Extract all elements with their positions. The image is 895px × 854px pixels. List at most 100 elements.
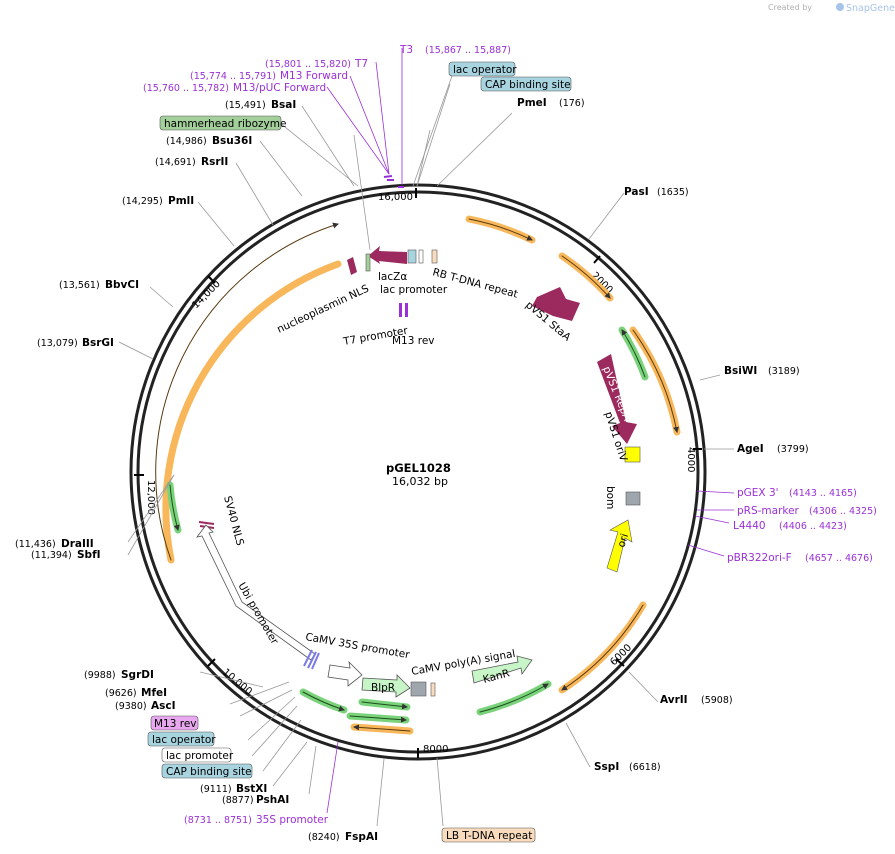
ticks xyxy=(134,188,702,758)
inner-features xyxy=(196,175,641,698)
svg-text:BsrGI: BsrGI xyxy=(82,337,114,349)
label-hammerhead[interactable]: hammerhead ribozyme xyxy=(159,115,286,131)
t7-promoter-box xyxy=(399,303,402,317)
enzyme-pasi[interactable]: PasI (1635) xyxy=(624,186,689,198)
sv40-label: SV40 NLS xyxy=(221,495,246,548)
credit-brand: SnapGene xyxy=(846,3,895,14)
svg-text:(9380): (9380) xyxy=(115,701,147,712)
primer-pgex-3[interactable]: pGEX 3' (4143 .. 4165) xyxy=(737,487,857,499)
svg-text:M13 rev: M13 rev xyxy=(154,718,197,730)
primer-l4440[interactable]: L4440 (4406 .. 4423) xyxy=(733,520,847,532)
enzyme-asci[interactable]: (9380) AscI xyxy=(115,700,176,712)
tick-label-16000: 16,000 xyxy=(378,192,413,203)
enzyme-rsrii[interactable]: (14,691) RsrII xyxy=(155,156,228,168)
label-lb-tdna[interactable]: LB T-DNA repeat xyxy=(441,827,536,843)
tick-label-8000: 8000 xyxy=(423,744,448,755)
pvs1-repa-arrow xyxy=(597,354,637,444)
primer-pbr322ori-f[interactable]: pBR322ori-F (4657 .. 4676) xyxy=(727,552,873,564)
svg-text:(176): (176) xyxy=(559,98,585,109)
primer-marks-top xyxy=(383,175,394,181)
ori-label: ori xyxy=(615,532,631,549)
primer-t7[interactable]: (15,801 .. 15,820) T7 xyxy=(265,58,368,70)
enzyme-pmli[interactable]: (14,295) PmlI xyxy=(122,195,194,207)
tick-2000 xyxy=(593,255,601,264)
enzyme-agei[interactable]: AgeI (3799) xyxy=(737,443,809,455)
svg-text:hammerhead ribozyme: hammerhead ribozyme xyxy=(164,118,286,130)
svg-text:M13/pUC Forward: M13/pUC Forward xyxy=(233,82,326,94)
nucleoplasmin-box xyxy=(347,257,357,275)
enzyme-bstxi[interactable]: (9111) BstXI xyxy=(200,783,267,795)
enzyme-bsiwi[interactable]: BsiWI (3189) xyxy=(724,365,800,377)
tick-label-14000: 14,000 xyxy=(190,279,223,312)
svg-text:BbvCI: BbvCI xyxy=(105,279,139,291)
label-cap-bottom[interactable]: CAP binding site xyxy=(161,763,253,779)
svg-text:CAP binding site: CAP binding site xyxy=(485,79,571,91)
svg-text:pBR322ori-F: pBR322ori-F xyxy=(727,552,792,564)
svg-text:AscI: AscI xyxy=(151,700,176,712)
enzyme-sgrdi[interactable]: (9988) SgrDI xyxy=(84,669,154,681)
svg-text:BsiWI: BsiWI xyxy=(724,365,757,377)
svg-text:(14,295): (14,295) xyxy=(122,196,163,207)
enzyme-labels: PmeI (176) PasI (1635) BsiWI (3189) AgeI… xyxy=(15,97,809,843)
label-lac-promoter-bottom[interactable]: lac promoter xyxy=(161,747,234,763)
svg-text:(15,867 .. 15,887): (15,867 .. 15,887) xyxy=(425,45,511,56)
svg-text:(15,760 .. 15,782): (15,760 .. 15,782) xyxy=(143,83,229,94)
enzyme-sbfi[interactable]: (11,394) SbfI xyxy=(31,549,101,561)
svg-text:BstXI: BstXI xyxy=(236,783,267,795)
svg-text:(11,394): (11,394) xyxy=(31,550,72,561)
primer-t3[interactable]: T3 (15,867 .. 15,887) xyxy=(399,44,511,56)
small-green-box xyxy=(365,253,371,272)
svg-text:SbfI: SbfI xyxy=(77,549,101,561)
label-lac-operator-top[interactable]: lac operator xyxy=(448,61,517,77)
pvs1-oriv-box xyxy=(624,446,641,463)
primer-m13-puc-forward[interactable]: (15,760 .. 15,782) M13/pUC Forward xyxy=(143,82,326,94)
enzyme-mfei[interactable]: (9626) MfeI xyxy=(105,687,167,699)
enzyme-bbvci[interactable]: (13,561) BbvCI xyxy=(59,279,139,291)
tick-14000 xyxy=(207,275,216,284)
camv35s-label: CaMV 35S promoter xyxy=(304,631,411,661)
enzyme-avrii[interactable]: AvrII (5908) xyxy=(660,694,733,706)
plasmid-length: 16,032 bp xyxy=(392,475,448,488)
svg-text:(8731 .. 8751): (8731 .. 8751) xyxy=(184,815,252,826)
primer-m13-forward[interactable]: (15,774 .. 15,791) M13 Forward xyxy=(190,70,348,82)
enzyme-draiii[interactable]: (11,436) DraIII xyxy=(15,538,94,550)
enzyme-bsrgi[interactable]: (13,079) BsrGI xyxy=(37,337,114,349)
primer-prs-marker[interactable]: pRS-marker (4306 .. 4325) xyxy=(737,505,877,517)
lower-small-features xyxy=(303,649,320,670)
lacz-arrow xyxy=(368,246,407,264)
label-cap-top[interactable]: CAP binding site xyxy=(480,76,572,92)
svg-text:PmeI: PmeI xyxy=(517,97,547,109)
svg-text:(4306 .. 4325): (4306 .. 4325) xyxy=(809,506,877,517)
svg-text:SspI: SspI xyxy=(594,761,619,773)
svg-text:AgeI: AgeI xyxy=(737,443,764,455)
svg-text:lac promoter: lac promoter xyxy=(166,750,234,762)
svg-text:(13,079): (13,079) xyxy=(37,338,78,349)
svg-text:(4657 .. 4676): (4657 .. 4676) xyxy=(805,553,873,564)
enzyme-pshai[interactable]: (8877) PshAI xyxy=(222,794,289,806)
label-m13rev[interactable]: M13 rev xyxy=(150,715,199,731)
tick-label-4000: 4000 xyxy=(685,447,696,472)
svg-text:RsrII: RsrII xyxy=(201,156,228,168)
svg-text:(9111): (9111) xyxy=(200,784,232,795)
bom-label: bom xyxy=(604,486,616,509)
svg-text:(8240): (8240) xyxy=(308,832,340,843)
enzyme-bsai[interactable]: (15,491) BsaI xyxy=(225,99,296,111)
svg-text:T7: T7 xyxy=(354,58,368,70)
svg-text:T3: T3 xyxy=(399,44,413,56)
enzyme-sspi[interactable]: SspI (6618) xyxy=(594,761,661,773)
ubi-promoter-arrow xyxy=(196,524,316,661)
lac-promoter-label: lac promoter xyxy=(380,284,448,296)
label-lac-operator-bottom[interactable]: lac operator xyxy=(147,731,216,747)
primer-35s-promoter[interactable]: (8731 .. 8751) 35S promoter xyxy=(184,814,329,826)
m13-rev-label: M13 rev xyxy=(392,335,435,347)
lb-tdna-inner xyxy=(430,682,436,697)
svg-text:CAP binding site: CAP binding site xyxy=(166,766,252,778)
enzyme-pmei[interactable]: PmeI (176) xyxy=(517,97,585,109)
tick-10000 xyxy=(207,658,216,667)
orf-3 xyxy=(629,326,681,436)
enzyme-fspai[interactable]: (8240) FspAI xyxy=(308,831,378,843)
svg-text:DraIII: DraIII xyxy=(61,538,94,550)
kanr-arrow xyxy=(471,655,533,684)
enzyme-bsu36i[interactable]: (14,986) Bsu36I xyxy=(166,135,252,147)
